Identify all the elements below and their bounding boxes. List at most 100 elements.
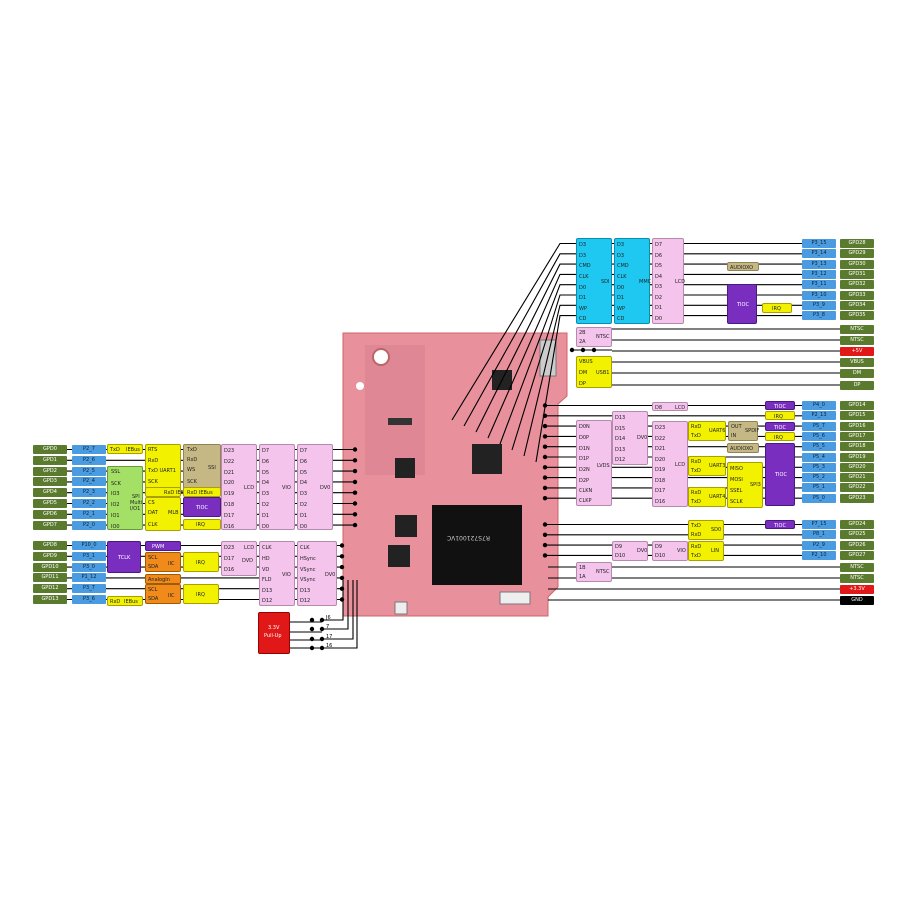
- pin-dot: [352, 468, 358, 474]
- dv0-block-left-label: D7: [300, 448, 308, 454]
- spi-multi-block-label: SPI: [132, 494, 140, 500]
- lvds-block-label: D0N: [579, 424, 590, 430]
- pin-dot: [542, 485, 548, 491]
- dv0-block-left-label: D0: [300, 523, 308, 530]
- usb1-block-label: USB1: [596, 370, 610, 376]
- lcd-block-left-label: D21: [224, 469, 235, 476]
- wire: [322, 580, 354, 640]
- gpd-pin: GPD19: [840, 452, 874, 462]
- pin-dot: [319, 645, 325, 651]
- analogin-block-label: AnalogIn: [148, 577, 170, 583]
- iic-block-1-label: SDA: [148, 564, 159, 570]
- ntsc-block-low-label: 1B: [579, 565, 586, 571]
- lcd-block-left2-label: D17: [224, 555, 235, 562]
- vio-block-low-label: VIO: [677, 548, 686, 554]
- lcd-block-left2-label: D16: [224, 566, 235, 573]
- lcd-block-top-label: D3: [655, 284, 663, 290]
- sdi-block-label: D0: [579, 285, 587, 291]
- gpd-pin: GPD14: [840, 401, 874, 410]
- sdi-block-label: CLK: [579, 274, 589, 280]
- dv0-block-left-label: D1: [300, 512, 308, 519]
- ffc-connector: [388, 418, 412, 425]
- sdi-block-label: WP: [579, 306, 587, 312]
- uart3-block-label: TxD: [691, 468, 701, 474]
- tioc-block-left: TIOC: [183, 497, 221, 517]
- uart6-block-label: RxD: [691, 424, 702, 430]
- ntsc-block-top-label: 2A: [579, 339, 586, 345]
- gpd-pin: GPD29: [840, 249, 874, 259]
- lcd-block-top-label: D0: [655, 315, 663, 322]
- lcd-block-top-label: D7: [655, 242, 663, 248]
- pin-dot: [542, 542, 548, 548]
- chip-small: [472, 444, 502, 474]
- power-pin: NTSC: [840, 562, 874, 572]
- tioc-block-low-label: TIOC: [774, 523, 786, 529]
- wire: [322, 580, 358, 649]
- iebus-tx-block-label: TxD: [110, 447, 120, 453]
- pullup-block-label: 3.3V: [268, 625, 280, 631]
- sd0-block-label: RxD: [691, 532, 702, 538]
- uart1-block-label: SCK: [148, 479, 158, 485]
- pin-dot: [339, 586, 345, 591]
- pwm-block-label: PWM: [152, 544, 165, 550]
- mount-hole: [356, 382, 364, 390]
- mount-hole: [372, 348, 390, 366]
- lvds-block-label: D0P: [579, 435, 590, 441]
- spdif-block-label: OUT: [731, 424, 742, 430]
- gpd-pin: GPD11: [33, 573, 67, 583]
- spi-multi-block-label: SCK: [111, 481, 121, 487]
- jumper-label: 7: [326, 624, 329, 630]
- uart1-block-label: RxD: [148, 458, 159, 464]
- gpd-pin: GPD4: [33, 488, 67, 498]
- irq-block-3-label: IRQ: [196, 592, 205, 598]
- jumper-label: 17: [326, 634, 332, 640]
- wire: [451, 242, 802, 421]
- vio-block-left-label: D4: [262, 480, 270, 487]
- irq-block-r1: IRQ: [765, 411, 795, 420]
- header-connector: [499, 591, 531, 605]
- irq-block-3: IRQ: [183, 584, 219, 604]
- dv0-block-left-label: D6: [300, 458, 308, 465]
- lcd-block-left-label: D16: [224, 523, 235, 530]
- dv0-block-left-label: D2: [300, 502, 308, 508]
- iebus-rx-block-label: RxD IEBus: [164, 490, 190, 496]
- lcd-block-top-label: D1: [655, 305, 663, 311]
- power-pin: DM: [840, 368, 874, 378]
- port-pin: P3_9: [802, 300, 836, 310]
- pin-dots: [309, 347, 597, 651]
- pin-dot: [542, 403, 548, 408]
- pin-dot: [339, 543, 345, 548]
- port-pin: P2_5: [72, 466, 106, 476]
- wire: [511, 294, 802, 451]
- mmc-block-label: D1: [617, 295, 625, 301]
- irq-block-r2-label: IRQ: [774, 435, 783, 441]
- irq-block-2: IRQ: [183, 552, 219, 572]
- gpd-pin: GPD5: [33, 499, 67, 508]
- irq-block-left: IRQ: [183, 519, 221, 530]
- iebus-block-2-label: RxD: [110, 599, 121, 605]
- dv0-block-mid-label: D14: [615, 436, 626, 442]
- pin-dot: [319, 626, 325, 632]
- vio-block-left-label: VIO: [282, 485, 291, 491]
- mmc-block-label: CLK: [617, 274, 627, 280]
- power-pin: DP: [840, 380, 874, 390]
- ssi-block-label: SCK: [187, 479, 197, 485]
- pin-dot: [352, 447, 358, 452]
- vio-block-left-label: D3: [262, 491, 270, 498]
- spi-multi-block-label: IO2: [111, 502, 120, 508]
- ntsc-block-low-label: 1A: [579, 574, 586, 580]
- gpd-pin: GPD27: [840, 550, 874, 560]
- mmc-block-label: WP: [617, 306, 625, 312]
- uart1-block-label: RTS: [148, 447, 158, 453]
- port-pin: P7_15: [802, 520, 836, 529]
- gpd-pin: GPD33: [840, 290, 874, 300]
